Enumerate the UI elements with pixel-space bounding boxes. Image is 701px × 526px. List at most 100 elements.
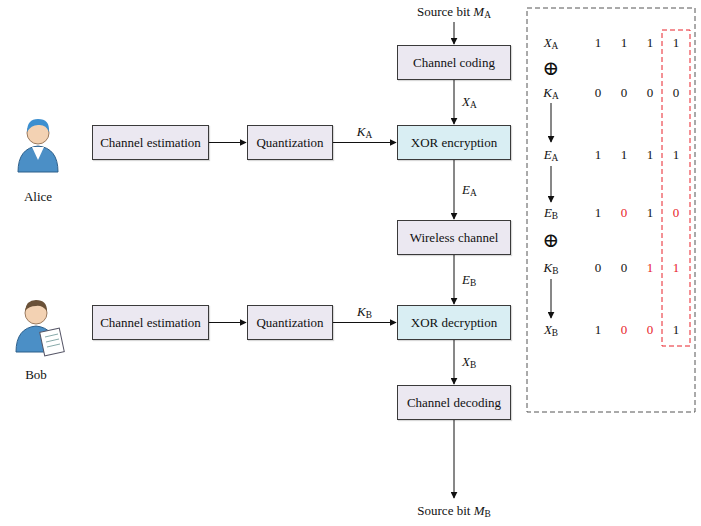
table-cell: 1: [595, 36, 602, 50]
output-arrow: [454, 420, 455, 498]
table-cell: 1: [595, 206, 602, 220]
symbol: E: [544, 147, 552, 162]
signal-label: EA: [462, 182, 477, 196]
box-text: XOR decryption: [411, 315, 497, 331]
table-cell: 0: [673, 206, 680, 220]
person-icon: [16, 300, 64, 356]
subscript: A: [484, 10, 491, 20]
box-text: Channel decoding: [407, 395, 501, 411]
table-cell: 0: [595, 86, 602, 100]
table-cell: 1: [621, 36, 628, 50]
process-box: Channel coding: [397, 45, 511, 80]
subscript: A: [365, 130, 372, 140]
table-cell: KA: [543, 86, 558, 100]
table-cell: 0: [621, 206, 628, 220]
signal-label: KA: [357, 124, 372, 138]
table-cell: 1: [647, 206, 654, 220]
flow-arrow: [551, 279, 552, 318]
table-cell: ⊕: [543, 57, 560, 79]
flow-arrow: [551, 103, 552, 142]
input-arrow: [454, 22, 455, 44]
subscript: A: [552, 153, 559, 163]
process-box: Quantization: [247, 305, 333, 340]
symbol: E: [462, 271, 470, 286]
table-cell: ⊕: [543, 229, 560, 251]
box-text: Channel estimation: [100, 135, 201, 151]
symbol: X: [544, 35, 552, 50]
signal-label: XA: [462, 95, 477, 109]
subscript: A: [552, 91, 559, 101]
caption-text: Source bit MB: [417, 504, 490, 518]
table-cell: 0: [621, 323, 628, 337]
table-cell: KB: [544, 261, 559, 275]
subscript: B: [552, 328, 558, 338]
box-text: Quantization: [256, 315, 323, 331]
symbol: E: [544, 205, 552, 220]
process-box: Channel decoding: [397, 385, 511, 420]
symbol: M: [473, 4, 484, 19]
subscript: B: [470, 278, 476, 288]
table-cell: 1: [595, 323, 602, 337]
box-text: Quantization: [256, 135, 323, 151]
flow-arrow: [454, 340, 455, 384]
flow-arrow: [454, 80, 455, 124]
symbol: E: [462, 181, 470, 196]
crypto-box: XOR encryption: [397, 125, 511, 160]
flow-arrow: [333, 322, 396, 323]
process-box: Channel estimation: [92, 125, 209, 160]
box-text: XOR encryption: [411, 135, 497, 151]
symbol: X: [544, 322, 552, 337]
subscript: A: [552, 41, 559, 51]
table-cell: 0: [647, 323, 654, 337]
text-part: Source bit: [417, 503, 473, 518]
subscript: B: [552, 211, 558, 221]
table-cell: 0: [595, 261, 602, 275]
signal-label: EB: [462, 272, 476, 286]
symbol: K: [357, 123, 366, 138]
table-cell: XA: [544, 36, 559, 50]
table-cell: 0: [647, 86, 654, 100]
subscript: B: [552, 266, 558, 276]
flow-arrow: [209, 322, 246, 323]
table-cell: 0: [621, 261, 628, 275]
flow-arrow: [333, 142, 396, 143]
flow-arrow: [454, 255, 455, 304]
table-cell: 1: [647, 261, 654, 275]
symbol: K: [543, 85, 552, 100]
flow-arrow: [454, 160, 455, 219]
highlight-box: [662, 30, 690, 346]
subscript: A: [470, 100, 477, 110]
process-box: Quantization: [247, 125, 333, 160]
table-cell: 1: [673, 148, 680, 162]
subscript: B: [484, 509, 490, 519]
caption-text: Alice: [24, 190, 52, 204]
symbol: X: [462, 354, 470, 369]
symbol: M: [474, 503, 485, 518]
table-cell: 1: [673, 261, 680, 275]
table-cell: 1: [595, 148, 602, 162]
table-cell: 1: [673, 323, 680, 337]
table-cell: XB: [544, 323, 558, 337]
caption-text: Bob: [25, 368, 47, 382]
symbol: K: [544, 260, 553, 275]
symbol: K: [357, 303, 366, 318]
person-icon: [18, 119, 58, 172]
table-cell: EB: [544, 206, 558, 220]
box-text: Channel coding: [413, 55, 495, 71]
table-cell: 1: [621, 148, 628, 162]
table-cell: 1: [673, 36, 680, 50]
subscript: B: [470, 360, 476, 370]
box-text: Wireless channel: [410, 230, 499, 246]
flow-arrow: [209, 142, 246, 143]
example-panel: [527, 8, 695, 412]
process-box: Wireless channel: [397, 220, 511, 255]
text-part: Source bit: [417, 4, 473, 19]
table-cell: 1: [647, 148, 654, 162]
caption-text: Source bit MA: [417, 5, 491, 19]
table-cell: 1: [647, 36, 654, 50]
signal-label: KB: [357, 304, 372, 318]
process-box: Channel estimation: [92, 305, 209, 340]
table-cell: EA: [544, 148, 559, 162]
flow-arrow: [551, 166, 552, 202]
table-cell: 0: [621, 86, 628, 100]
